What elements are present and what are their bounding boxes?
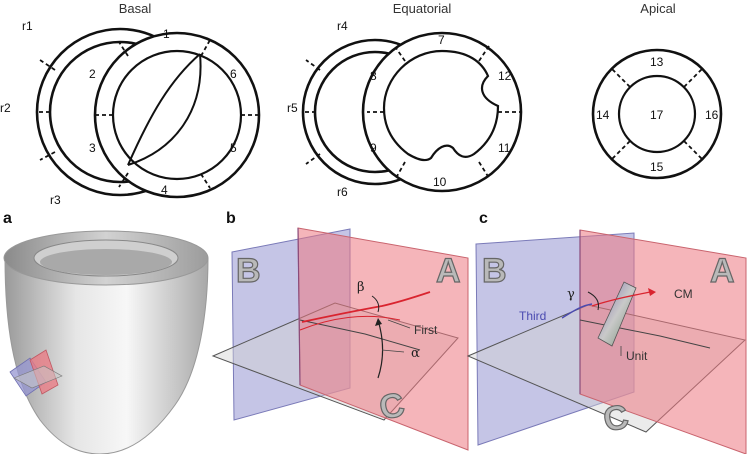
third-label: Third — [519, 309, 546, 323]
basal-divider — [118, 41, 129, 57]
panel-c: c B A C γ Third CM Unit — [466, 210, 747, 454]
plane-a-label: A — [436, 252, 461, 290]
plane-b-label: B — [482, 252, 507, 290]
plane-intersection — [299, 319, 421, 351]
equatorial-divider — [478, 45, 490, 62]
basal-valve-left — [127, 53, 201, 166]
landmark-label: r6 — [337, 185, 348, 199]
apical-title: Apical — [640, 1, 676, 16]
fiber-line — [591, 291, 651, 307]
basal-divider — [200, 173, 211, 189]
panel-label: a — [3, 210, 12, 227]
equatorial-landmark-tick — [305, 59, 321, 71]
segment-label: 6 — [230, 67, 237, 81]
plane-b-label: B — [236, 252, 261, 290]
segment-label: 5 — [230, 141, 237, 155]
plane-intersection — [297, 227, 301, 386]
beta-arc — [371, 295, 380, 313]
landmark-label: r3 — [50, 193, 61, 207]
apical-divider — [683, 140, 703, 160]
basal-divider — [200, 39, 211, 57]
fiber-projection — [299, 315, 401, 331]
basal-divider — [118, 172, 129, 188]
apical-divider — [611, 68, 631, 88]
panel-label: b — [226, 210, 236, 227]
apical-divider — [683, 68, 703, 88]
basal-title: Basal — [119, 1, 152, 16]
panel-b: b B A C β α First — [211, 210, 469, 451]
segment-label: 16 — [705, 108, 719, 122]
apical-outer — [591, 48, 723, 180]
segment-label: 11 — [498, 141, 511, 155]
equatorial-divider — [395, 47, 406, 62]
landmark-label: r5 — [287, 101, 298, 115]
leader-line — [387, 319, 411, 329]
first-label: First — [414, 323, 438, 337]
heart-body — [4, 257, 209, 454]
basal-diagram: Basal 1 2 3 4 5 6 r1 r2 r3 — [0, 1, 261, 207]
landmark-label: r1 — [22, 19, 33, 33]
plane-a-label: A — [710, 252, 735, 290]
equatorial-lv-cavity — [382, 49, 500, 162]
segment-label: 7 — [438, 33, 445, 47]
first-fiber — [301, 291, 431, 323]
segment-label: 1 — [163, 27, 170, 41]
segment-label: 13 — [650, 55, 664, 69]
segment-label: 17 — [650, 108, 664, 122]
segment-label: 3 — [89, 141, 96, 155]
alpha-arrow — [375, 318, 382, 326]
heart-cavity-shadow — [40, 249, 172, 275]
unit-plane — [597, 281, 637, 347]
panel-a: a — [3, 210, 209, 454]
equatorial-diagram: Equatorial 7 8 9 10 11 12 r4 r5 r6 — [287, 1, 523, 199]
mini-plane-c — [13, 365, 63, 389]
equatorial-divider — [395, 161, 406, 179]
segment-label: 4 — [161, 183, 168, 197]
gamma-arc — [587, 291, 599, 311]
cm-arrow — [648, 288, 656, 296]
landmark-label: r2 — [0, 101, 11, 115]
segment-label: 12 — [498, 69, 512, 83]
equatorial-title: Equatorial — [393, 1, 452, 16]
basal-landmark-tick — [39, 151, 56, 161]
landmark-label: r4 — [337, 19, 348, 33]
segment-label: 14 — [596, 108, 610, 122]
equatorial-divider — [478, 161, 490, 179]
segment-label: 9 — [370, 141, 377, 155]
basal-landmark-tick — [39, 59, 56, 71]
gamma-label: γ — [567, 287, 575, 302]
panel-label: c — [479, 210, 488, 227]
basal-lv-outer — [93, 31, 261, 199]
apical-diagram: Apical 13 14 15 16 17 — [591, 1, 723, 180]
apical-divider — [611, 140, 631, 160]
segment-label: 2 — [89, 67, 96, 81]
apical-inner — [617, 74, 697, 154]
third-fiber — [561, 303, 593, 319]
equatorial-landmark-tick — [305, 153, 321, 165]
alpha-label: α — [411, 346, 420, 361]
segment-label: 8 — [370, 69, 377, 83]
leader-line — [381, 349, 405, 353]
basal-valve-right — [127, 53, 202, 166]
cm-label: CM — [674, 287, 693, 301]
segment-label: 15 — [650, 160, 664, 174]
segment-label: 10 — [433, 175, 447, 189]
beta-label: β — [357, 280, 365, 295]
unit-label: Unit — [626, 349, 648, 363]
